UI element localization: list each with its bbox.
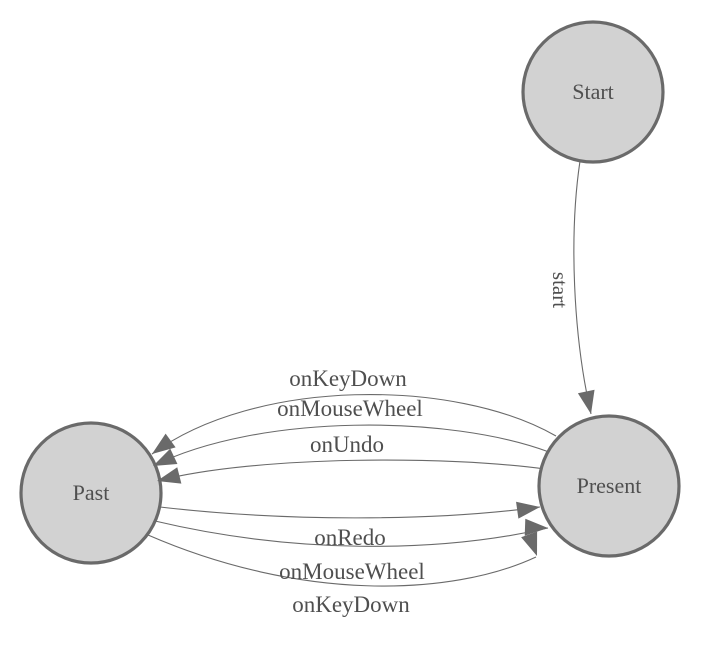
arrowhead-icon (577, 389, 595, 414)
arrowhead-icon (516, 501, 540, 519)
node-past-circle (19, 421, 163, 565)
node-present-label: Present (577, 473, 642, 498)
arrowhead-icon (524, 518, 548, 536)
arrowhead-icon (521, 531, 538, 556)
node-label-group: Start Past Present (73, 79, 642, 505)
edge-label-onmousewheel-top: onMouseWheel (277, 396, 423, 421)
arrowhead-icon (152, 433, 176, 454)
edge-past-to-present-onmousewheel (154, 520, 549, 547)
node-group (19, 20, 681, 565)
edge-present-to-past-onkeydown (151, 393, 557, 455)
edge-label-onmousewheel-bottom: onMouseWheel (279, 559, 425, 584)
edge-present-to-past-onundo (156, 459, 546, 482)
edge-label-onredo: onRedo (314, 525, 386, 550)
edge-label-onkeydown-top: onKeyDown (289, 366, 407, 391)
arrowhead-group (152, 389, 595, 556)
edge-past-to-present-onredo (159, 506, 541, 519)
arrowhead-icon (157, 467, 182, 484)
node-past-label: Past (73, 480, 110, 505)
node-present-circle (537, 414, 681, 558)
arrowhead-icon (153, 448, 178, 466)
node-start-circle (521, 20, 665, 164)
edge-label-group: start onKeyDown onMouseWheel onUndo onRe… (277, 272, 572, 617)
edge-present-to-past-onmousewheel (152, 424, 550, 467)
node-start-label: Start (572, 79, 614, 104)
edge-start-to-present (573, 160, 592, 415)
edge-label-start: start (548, 272, 572, 308)
edge-label-onundo: onUndo (310, 432, 384, 457)
edge-label-onkeydown-bottom: onKeyDown (292, 592, 410, 617)
edge-group (147, 160, 592, 587)
edge-past-to-present-onkeydown (147, 534, 537, 587)
